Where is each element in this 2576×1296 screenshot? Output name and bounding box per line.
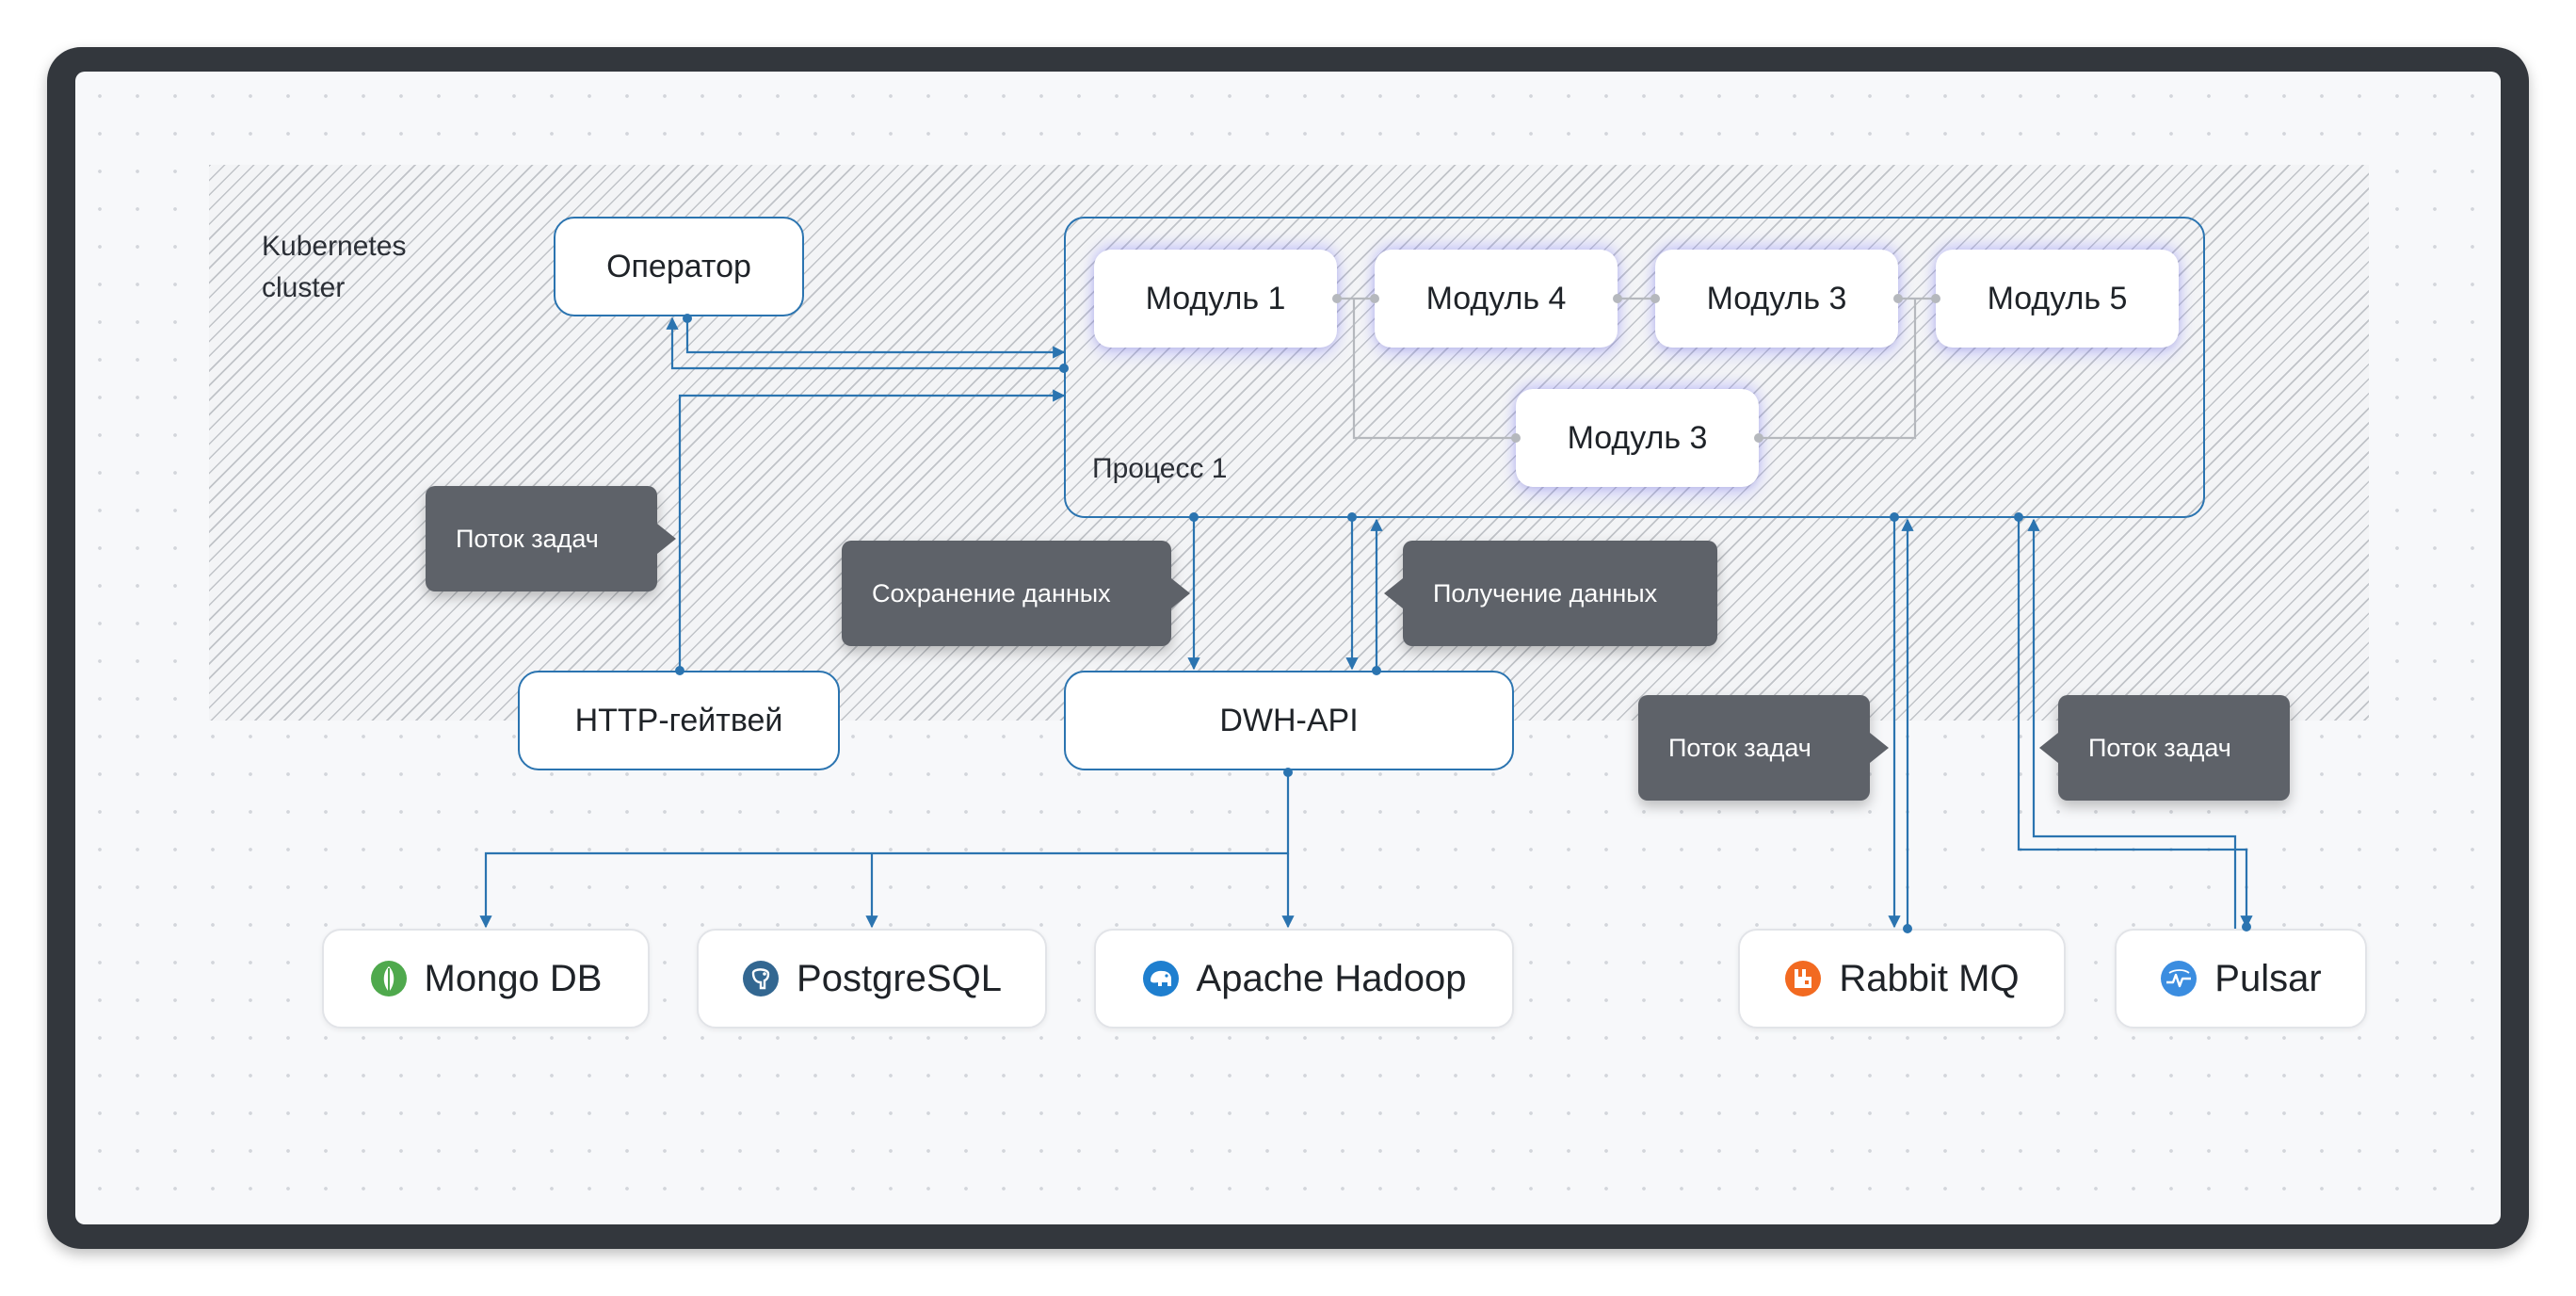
gateway-to-process-line: [678, 389, 1066, 671]
module-4-node[interactable]: Модуль 4: [1375, 250, 1618, 348]
operator-label: Оператор: [606, 248, 751, 284]
get-data-callout: Получение данных: [1403, 541, 1717, 646]
db-label: PostgreSQL: [797, 957, 1002, 999]
apache-hadoop-node[interactable]: Apache Hadoop: [1094, 929, 1514, 1029]
module3b-to-module5-link: [1759, 299, 1917, 440]
mongodb-node[interactable]: Mongo DB: [322, 929, 650, 1029]
process-to-pulsar-line: [2017, 516, 2253, 929]
db-label: Pulsar: [2214, 957, 2322, 999]
callout-text: Поток задач: [456, 524, 599, 553]
callout-text: Получение данных: [1433, 578, 1658, 608]
db-label: Apache Hadoop: [1196, 957, 1467, 999]
mongodb-leaf-icon: [369, 960, 408, 997]
module-label: Модуль 1: [1145, 280, 1286, 316]
module-3b-node[interactable]: Модуль 3: [1516, 389, 1759, 487]
module-1-node[interactable]: Модуль 1: [1094, 250, 1337, 348]
save-data-callout: Сохранение данных: [842, 541, 1171, 646]
cluster-label: Kubernetes cluster: [262, 231, 407, 303]
pulsar-icon: [2160, 960, 2198, 997]
task-flow-callout-rabbitmq: Поток задач: [1638, 695, 1870, 801]
rabbitmq-node[interactable]: Rabbit MQ: [1738, 929, 2066, 1029]
module-5-node[interactable]: Модуль 5: [1936, 250, 2179, 348]
postgresql-node[interactable]: PostgreSQL: [697, 929, 1047, 1029]
rabbitmq-icon: [1784, 960, 1822, 997]
module1-to-module3b-link: [1352, 299, 1516, 440]
dwh-to-mongodb-line: [479, 770, 1290, 929]
process-to-operator-line: [666, 316, 1064, 370]
process-label: Процесс 1: [1092, 453, 1228, 484]
module-3-node[interactable]: Модуль 3: [1655, 250, 1898, 348]
hadoop-elephant-icon: [1142, 960, 1180, 997]
callout-text: Поток задач: [2088, 733, 2231, 762]
dwh-api-node[interactable]: DWH-API: [1064, 671, 1514, 770]
module-label: Модуль 3: [1706, 280, 1847, 316]
task-flow-callout-pulsar: Поток задач: [2058, 695, 2290, 801]
postgresql-elephant-icon: [742, 960, 780, 997]
db-label: Rabbit MQ: [1839, 957, 2020, 999]
task-flow-callout-gateway: Поток задач: [426, 486, 657, 591]
callout-text: Сохранение данных: [872, 578, 1111, 608]
dwh-api-label: DWH-API: [1219, 702, 1359, 738]
http-gateway-label: HTTP-гейтвей: [574, 702, 783, 738]
module-label: Модуль 5: [1987, 280, 2128, 316]
http-gateway-node[interactable]: HTTP-гейтвей: [518, 671, 840, 770]
callout-text: Поток задач: [1668, 733, 1811, 762]
db-label: Mongo DB: [424, 957, 603, 999]
pulsar-node[interactable]: Pulsar: [2115, 929, 2367, 1029]
module-label: Модуль 3: [1567, 419, 1708, 456]
pulsar-to-process-line: [2027, 518, 2237, 929]
operator-node[interactable]: Оператор: [554, 217, 804, 316]
operator-to-process-line: [685, 316, 1066, 359]
module-label: Модуль 4: [1425, 280, 1567, 316]
